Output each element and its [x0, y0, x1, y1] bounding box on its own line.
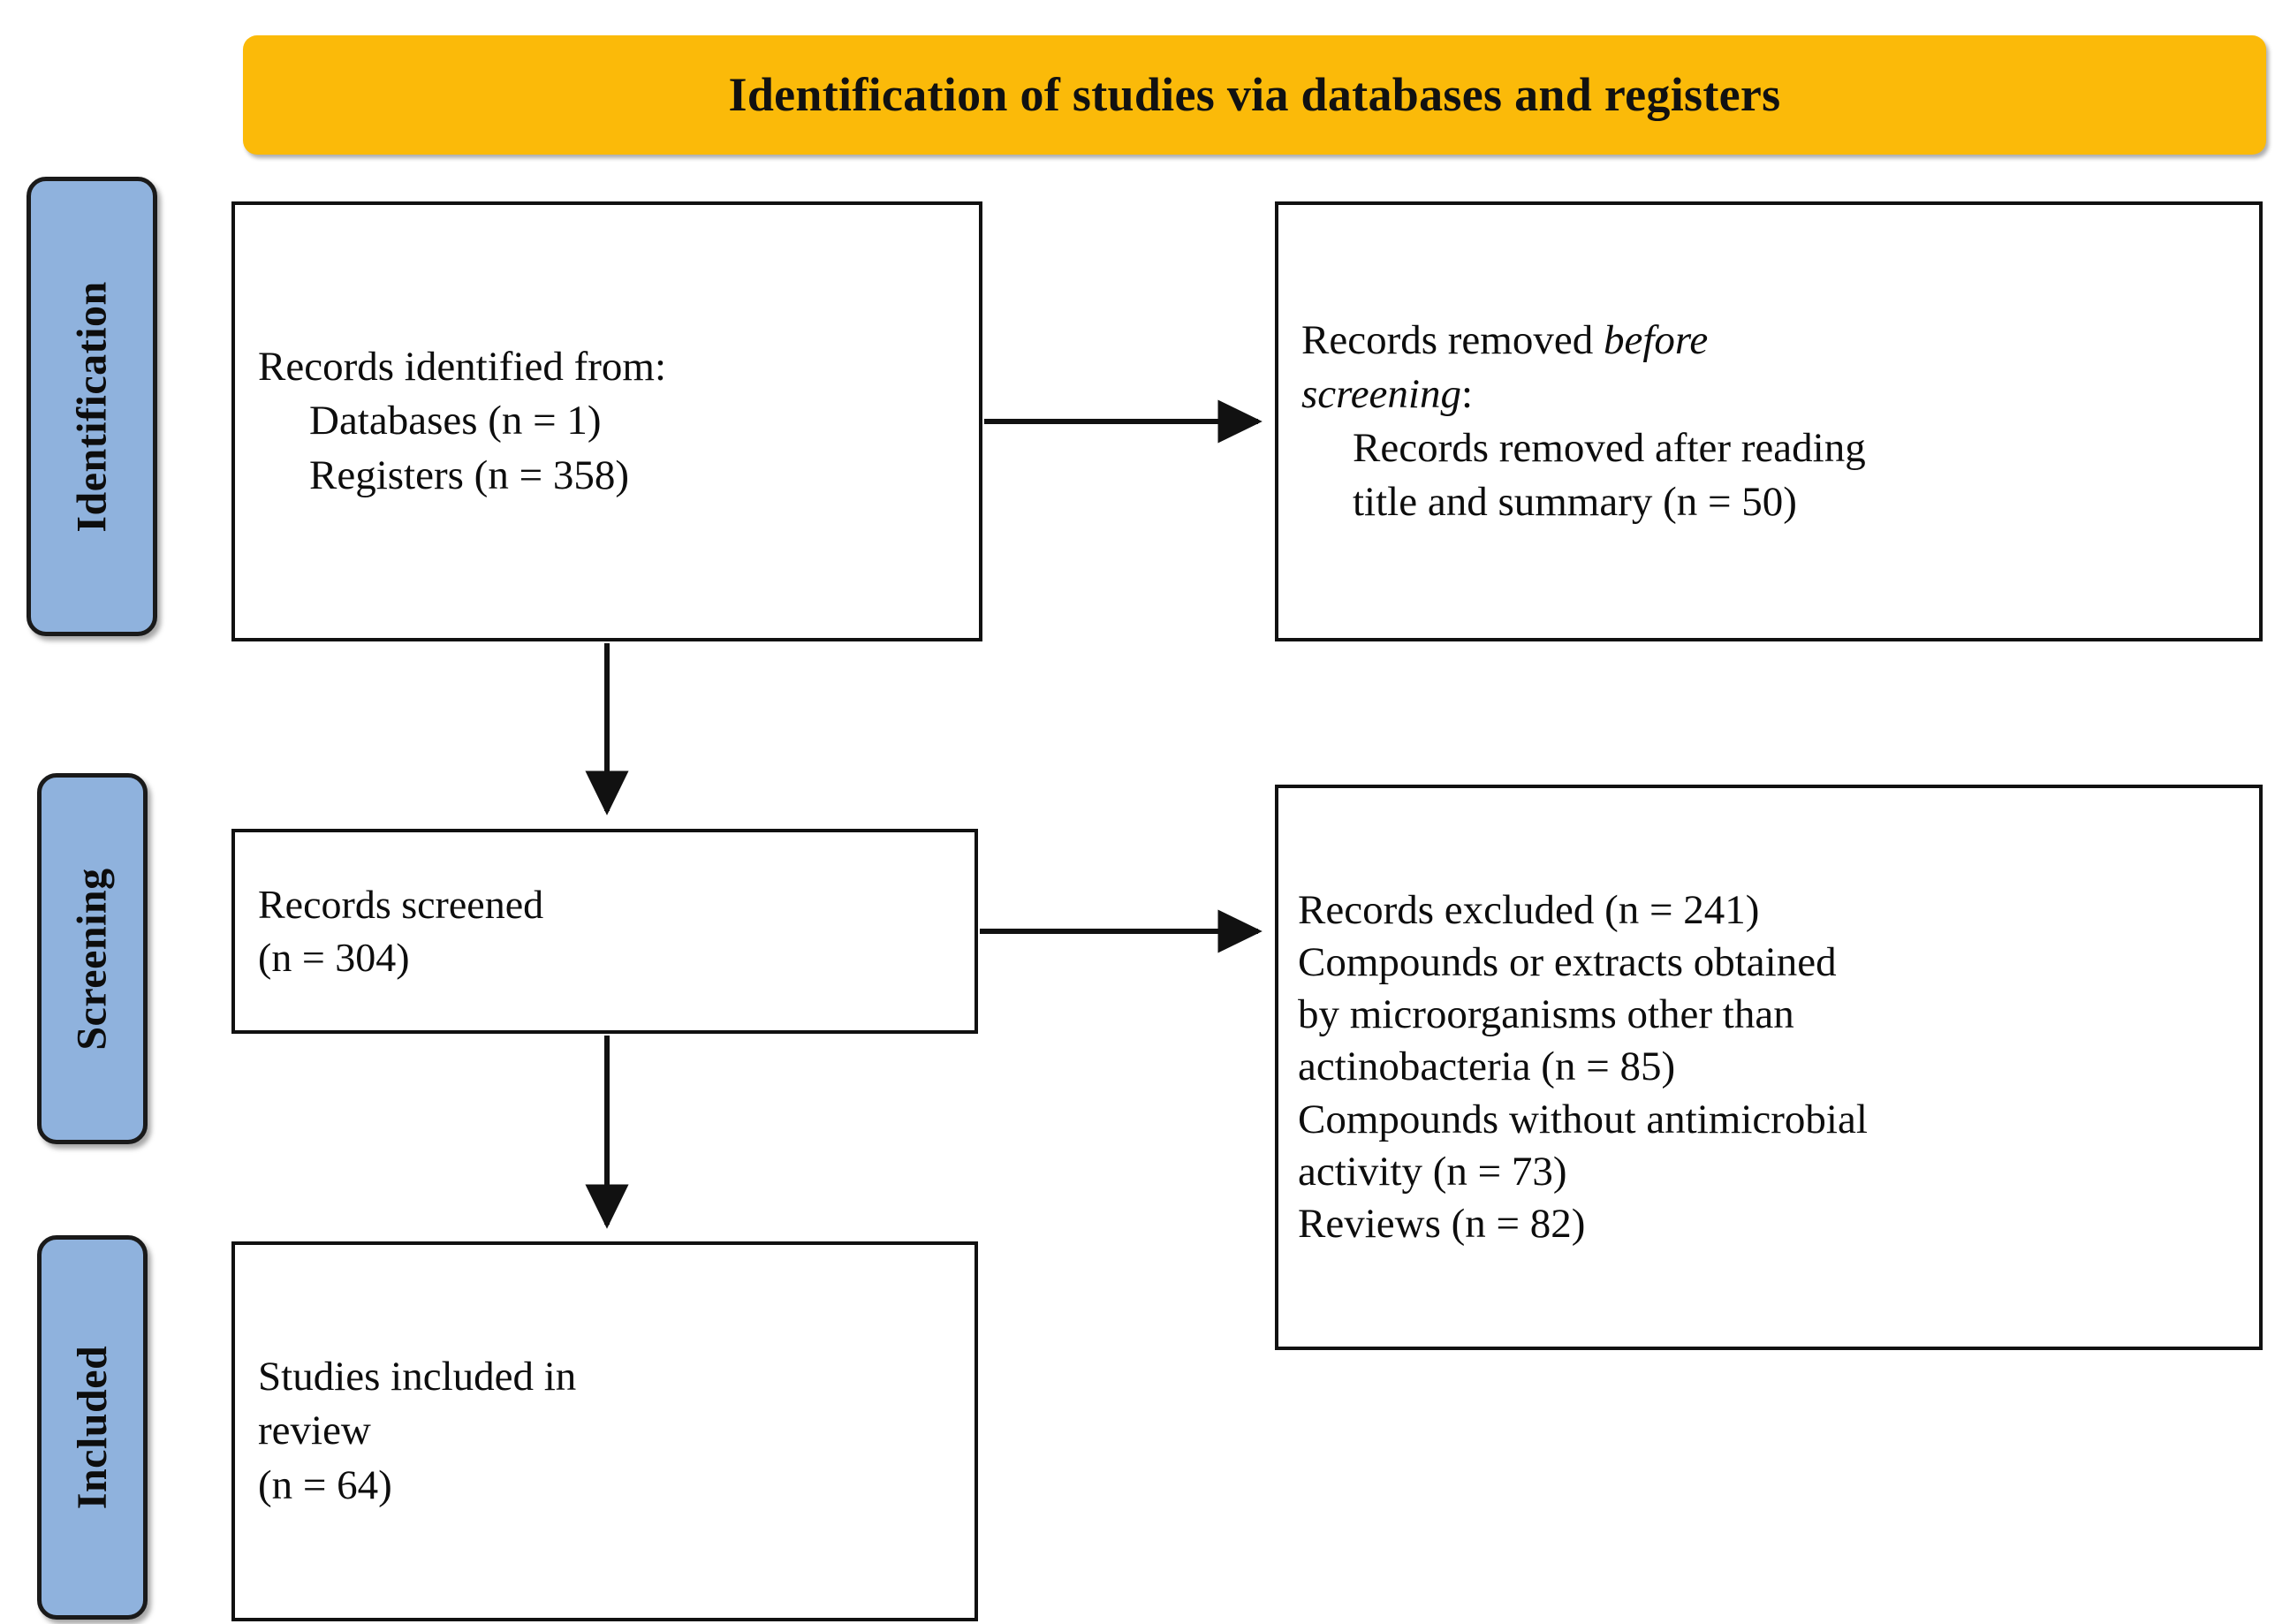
studies-included-count: (n = 64): [258, 1461, 392, 1508]
records-excluded-reason-2-line-1: Compounds without antimicrobial: [1298, 1096, 1868, 1142]
studies-included-line-1: Studies included in: [258, 1354, 577, 1400]
records-removed-heading-italic-before: before: [1603, 316, 1709, 363]
records-excluded-reason-2-line-2: activity (n = 73): [1298, 1148, 1567, 1195]
records-excluded-reason-1-line-3: actinobacteria (n = 85): [1298, 1043, 1676, 1090]
box-records-excluded: Records excluded (n = 241) Compounds or …: [1275, 785, 2263, 1350]
records-excluded-reason-3: Reviews (n = 82): [1298, 1201, 1586, 1248]
stage-label-identification: Identification: [27, 177, 157, 636]
studies-included-line-2: review: [258, 1408, 371, 1454]
box-records-removed-before-screening: Records removed before screening: Record…: [1275, 201, 2263, 641]
box-studies-included: Studies included in review (n = 64): [231, 1241, 978, 1621]
records-screened-count: (n = 304): [258, 935, 410, 980]
stage-label-identification-text: Identification: [68, 280, 116, 533]
records-identified-databases: Databases (n = 1): [309, 398, 602, 444]
page-title: Identification of studies via databases …: [728, 67, 1781, 121]
records-removed-heading-colon: :: [1460, 370, 1474, 417]
header-banner: Identification of studies via databases …: [243, 35, 2266, 155]
box-records-identified: Records identified from: Databases (n = …: [231, 201, 982, 641]
stage-label-included: Included: [37, 1235, 148, 1620]
records-identified-registers: Registers (n = 358): [309, 452, 629, 498]
records-removed-heading-plain: Records removed: [1301, 316, 1604, 363]
records-removed-heading-line-2: screening:: [1301, 368, 2236, 421]
records-removed-heading-line-1: Records removed before: [1301, 314, 2236, 368]
records-removed-heading-italic-screening: screening: [1301, 370, 1461, 417]
box-records-screened: Records screened (n = 304): [231, 829, 978, 1034]
records-identified-line-1: Records identified from:: [258, 344, 667, 391]
records-screened-label: Records screened: [258, 882, 544, 928]
stage-label-screening-text: Screening: [69, 867, 116, 1051]
records-removed-detail-line-1: Records removed after reading: [1353, 425, 1866, 471]
records-excluded-reason-1-line-2: by microorganisms other than: [1298, 991, 1794, 1038]
records-removed-detail-line-2: title and summary (n = 50): [1353, 479, 1797, 526]
stage-label-screening: Screening: [37, 773, 148, 1144]
records-excluded-reason-1-line-1: Compounds or extracts obtained: [1298, 938, 1837, 985]
stage-label-included-text: Included: [69, 1345, 116, 1510]
records-excluded-total: Records excluded (n = 241): [1298, 886, 1760, 933]
